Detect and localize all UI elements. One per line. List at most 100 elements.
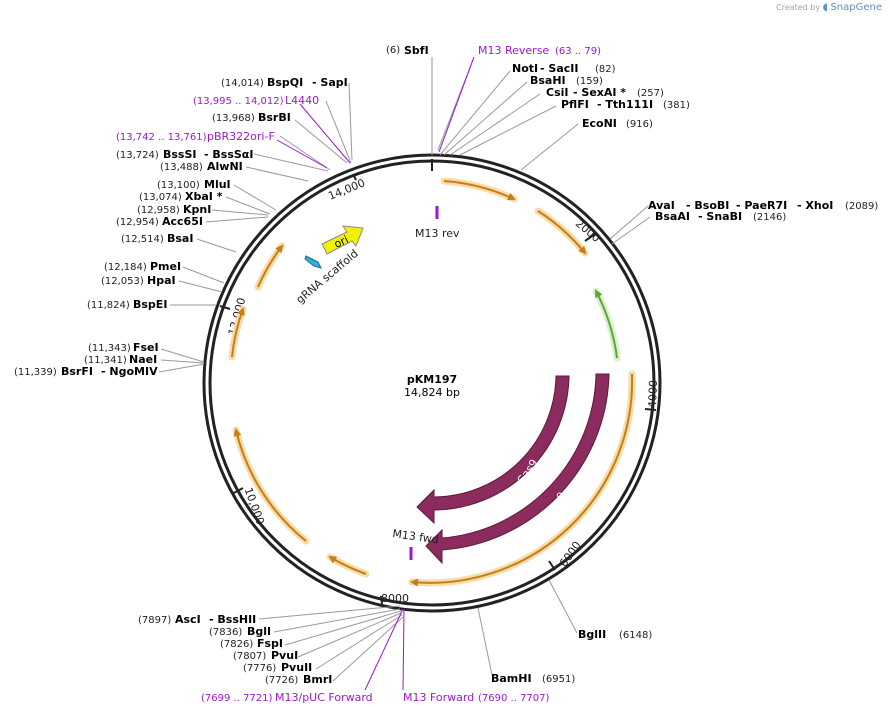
xbai-position: (13,074) <box>139 192 182 203</box>
tick-marks <box>219 159 657 605</box>
top-labels: (6) SbfI M13 Reverse (63 .. 79) NotI - S… <box>386 44 690 130</box>
m13-forward-position: (7690 .. 7707) <box>478 693 550 704</box>
orf-arcs <box>228 177 636 587</box>
ori-label: ori <box>332 233 350 251</box>
m13-reverse-position: (63 .. 79) <box>555 46 601 57</box>
sbfi-position: (6) <box>386 45 400 56</box>
asci-position: (7897) <box>138 615 171 626</box>
snapgene-logo-icon: ◖ <box>822 2 828 13</box>
right-labels: AvaI - BsoBI - PaeR7I - XhoI (2089) BsaA… <box>491 199 878 685</box>
bsaai-label: BsaAI <box>655 210 690 223</box>
cas9-arrow-inner <box>416 375 570 525</box>
orf-arc-6 <box>231 307 245 358</box>
avai-label: AvaI <box>648 199 675 212</box>
grna-scaffold-arrow <box>304 255 322 269</box>
sacii-label: - SacII <box>540 62 578 75</box>
bspqi-position: (14,014) <box>221 78 264 89</box>
bamhi-position: (6951) <box>542 674 575 685</box>
left-labels: (11,339) BsrFI - NgoMIV (11,341) NaeI (1… <box>14 76 348 378</box>
bmri-label: BmrI <box>303 673 332 686</box>
bsssi-position: (13,724) <box>116 150 159 161</box>
orf-arc-7 <box>257 244 284 288</box>
m13-puc-forward-label: M13/pUC Forward <box>275 691 373 704</box>
ori-arrow <box>321 225 364 255</box>
orf-arc-4 <box>328 555 367 575</box>
m13-reverse-label: M13 Reverse <box>478 44 549 57</box>
naei-position: (11,341) <box>84 355 127 366</box>
bspei-position: (11,824) <box>87 300 130 311</box>
bspei-label: BspEI <box>133 298 167 311</box>
naei-label: NaeI <box>129 353 157 366</box>
pmei-label: PmeI <box>150 260 181 273</box>
snapgene-brand: Created by ◖ SnapGene <box>776 2 882 13</box>
bspqi-label: BspQI <box>267 76 303 89</box>
acc65i-position: (12,954) <box>116 217 159 228</box>
bsobi-label: - BsoBI <box>686 199 729 212</box>
fsei-label: FseI <box>133 341 159 354</box>
tth111i-label: - Tth111I <box>597 98 653 111</box>
hpai-label: HpaI <box>147 274 176 287</box>
snabi-label: - SnaBI <box>698 210 742 223</box>
sbfi-label: SbfI <box>404 44 429 57</box>
leader-lines <box>158 56 651 682</box>
mlui-label: MluI <box>204 178 231 191</box>
econi-label: EcoNI <box>582 117 617 130</box>
m13-rev-label: M13 rev <box>415 227 460 240</box>
fspi-position: (7826) <box>220 639 253 650</box>
grna-scaffold-label: gRNA scaffold <box>294 247 361 306</box>
csii-label: CsiI <box>546 86 568 99</box>
bsrbi-position: (13,968) <box>212 113 255 124</box>
bgli-position: (7836) <box>209 627 242 638</box>
tth111i-position: (381) <box>663 100 690 111</box>
brand-name: SnapGene <box>830 2 882 13</box>
pflfi-label: PflFI <box>561 98 589 111</box>
m13-forward-label: M13 Forward <box>403 691 474 704</box>
pbr322ori-label: pBR322ori-F <box>207 130 275 143</box>
bgli-label: BglI <box>247 625 271 638</box>
bsai-label: BsaI <box>167 232 193 245</box>
asci-label: AscI <box>175 613 201 626</box>
pvui-position: (7807) <box>233 651 266 662</box>
noti-label: NotI <box>512 62 538 75</box>
l4440-position: (13,995 .. 14,012) <box>193 96 284 107</box>
mlui-position: (13,100) <box>157 180 200 191</box>
m13-puc-forward-position: (7699 .. 7721) <box>201 693 273 704</box>
snabi-position: (2146) <box>753 212 786 223</box>
bottom-labels: (7690 .. 7707) M13 Forward (7699 .. 7721… <box>138 613 550 704</box>
bsrfi-label: BsrFI <box>61 365 93 378</box>
bsrfi-position: (11,339) <box>14 367 57 378</box>
tick-label-6000: 6000 <box>557 539 584 569</box>
tick-label-8000: 8000 <box>381 592 409 605</box>
bsahi-position: (159) <box>576 76 603 87</box>
pbr322ori-position: (13,742 .. 13,761) <box>116 132 207 143</box>
orf-arc-2 <box>537 210 587 255</box>
avai-position: (2089) <box>845 201 878 212</box>
cas9-arrow-outer <box>425 373 610 565</box>
sapi-label: - SapI <box>312 76 348 89</box>
bsai-position: (12,514) <box>121 234 164 245</box>
xhoi-label: - XhoI <box>797 199 833 212</box>
paer7i-label: - PaeR7I <box>736 199 787 212</box>
l4440-label: L4440 <box>285 94 319 107</box>
ngomiv-label: - NgoMIV <box>101 365 158 378</box>
green-feature-arc <box>595 289 618 359</box>
kpni-label: KpnI <box>183 203 211 216</box>
fsei-position: (11,343) <box>88 343 131 354</box>
fspi-label: FspI <box>257 637 283 650</box>
orf-arc-3 <box>410 373 634 587</box>
m13-fwd-label: M13 fwd <box>392 527 440 546</box>
bsssai-label: - BssSαI <box>204 148 253 161</box>
tick-label-14000: 14,000 <box>326 176 367 202</box>
acc65i-label: Acc65I <box>162 215 203 228</box>
orf-arc-5 <box>233 428 307 542</box>
bglii-position: (6148) <box>619 630 652 641</box>
orf-arc-1 <box>443 180 516 201</box>
hpai-position: (12,053) <box>101 276 144 287</box>
tick-label-4000: 4000 <box>646 380 660 408</box>
primer-leader-lines <box>276 56 475 691</box>
bsssi-label: BssSI <box>163 148 197 161</box>
plasmid-length: 14,824 bp <box>404 386 460 399</box>
plasmid-name: pKM197 <box>407 373 457 386</box>
pvui-label: PvuI <box>271 649 298 662</box>
